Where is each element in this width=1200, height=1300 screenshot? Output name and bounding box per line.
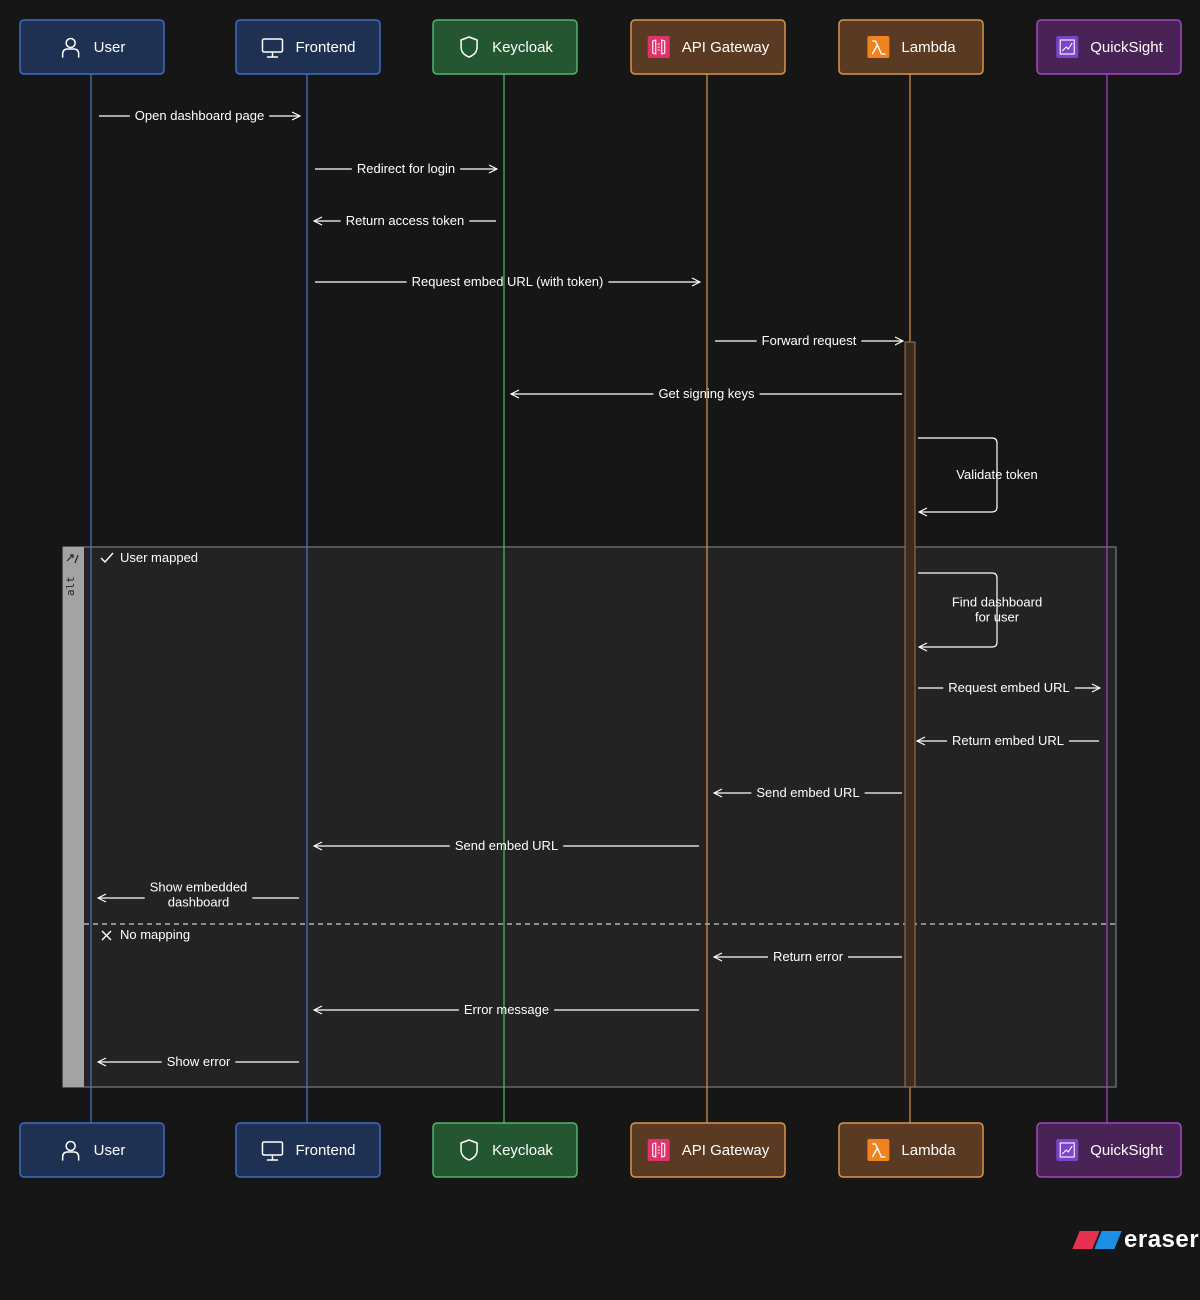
api-gateway-icon bbox=[647, 36, 670, 58]
alt-branch-user-mapped: User mapped bbox=[100, 550, 198, 565]
eraser-logo-text: eraser bbox=[1124, 1226, 1200, 1253]
participant-label: QuickSight bbox=[1090, 39, 1163, 56]
message-14: Return error bbox=[714, 949, 902, 964]
message-label: Show error bbox=[167, 1054, 231, 1069]
message-label: Return access token bbox=[346, 213, 465, 228]
participant-label: Lambda bbox=[901, 1142, 956, 1159]
participant-keycloak-bottom: Keycloak bbox=[432, 1122, 578, 1178]
alt-branch-label: User mapped bbox=[120, 550, 198, 565]
message-label: Redirect for login bbox=[357, 161, 455, 176]
message-7: Validate token bbox=[918, 437, 1038, 512]
alt-branch-no-mapping: No mapping bbox=[101, 927, 190, 942]
alt-label: alt bbox=[64, 576, 77, 596]
eraser-logo-mark bbox=[1072, 1231, 1122, 1249]
participant-lambda-bottom: Lambda bbox=[838, 1122, 984, 1178]
message-label: Return embed URL bbox=[952, 733, 1064, 748]
participant-quicksight-top: QuickSight bbox=[1036, 19, 1182, 75]
participant-api-gateway-bottom: API Gateway bbox=[630, 1122, 786, 1178]
message-arrow bbox=[918, 572, 998, 647]
user-icon bbox=[61, 37, 80, 58]
message-label: for user bbox=[975, 610, 1020, 625]
participant-label: Frontend bbox=[295, 39, 355, 56]
participant-label: Keycloak bbox=[492, 39, 553, 56]
participant-label: API Gateway bbox=[682, 39, 770, 56]
message-label: Validate token bbox=[956, 467, 1037, 482]
participant-frontend-top: Frontend bbox=[235, 19, 381, 75]
message-label: Forward request bbox=[762, 333, 857, 348]
message-3: Return access token bbox=[314, 213, 496, 228]
message-label: Get signing keys bbox=[658, 386, 755, 401]
message-16: Show error bbox=[98, 1054, 299, 1069]
monitor-icon bbox=[261, 1141, 284, 1161]
participant-keycloak-top: Keycloak bbox=[432, 19, 578, 75]
message-label: Request embed URL bbox=[948, 680, 1069, 695]
message-1: Open dashboard page bbox=[99, 108, 300, 123]
participant-api-gateway-top: API Gateway bbox=[630, 19, 786, 75]
monitor-icon bbox=[261, 38, 284, 58]
message-label: Send embed URL bbox=[756, 785, 859, 800]
message-12: Send embed URL bbox=[314, 838, 699, 853]
message-label: Open dashboard page bbox=[135, 108, 264, 123]
message-10: Return embed URL bbox=[917, 733, 1099, 748]
message-label: dashboard bbox=[168, 895, 229, 910]
lambda-icon bbox=[867, 1139, 890, 1161]
message-label: Return error bbox=[773, 949, 844, 964]
message-11: Send embed URL bbox=[714, 785, 902, 800]
shield-icon bbox=[460, 36, 478, 58]
participant-label: Keycloak bbox=[492, 1142, 553, 1159]
participant-user-top: User bbox=[19, 19, 165, 75]
participant-label: API Gateway bbox=[682, 1142, 770, 1159]
check-icon bbox=[100, 552, 114, 564]
api-gateway-icon bbox=[647, 1139, 670, 1161]
message-15: Error message bbox=[314, 1002, 699, 1017]
user-icon bbox=[61, 1140, 80, 1161]
message-2: Redirect for login bbox=[315, 161, 497, 176]
message-arrow bbox=[918, 437, 998, 512]
quicksight-icon bbox=[1056, 36, 1079, 58]
message-label: Show embedded bbox=[150, 880, 248, 895]
participant-quicksight-bottom: QuickSight bbox=[1036, 1122, 1182, 1178]
participant-label: User bbox=[94, 39, 126, 56]
participant-label: QuickSight bbox=[1090, 1142, 1163, 1159]
lambda-icon bbox=[867, 36, 890, 58]
alt-branch-label: No mapping bbox=[120, 927, 190, 942]
message-label: Send embed URL bbox=[455, 838, 558, 853]
branch-icon bbox=[66, 554, 79, 564]
participant-lambda-top: Lambda bbox=[838, 19, 984, 75]
message-9: Request embed URL bbox=[918, 680, 1100, 695]
quicksight-icon bbox=[1056, 1139, 1079, 1161]
participant-frontend-bottom: Frontend bbox=[235, 1122, 381, 1178]
participant-label: Frontend bbox=[295, 1142, 355, 1159]
activation-bar-lambda bbox=[904, 341, 916, 1088]
message-label: Find dashboard bbox=[952, 595, 1042, 610]
message-4: Request embed URL (with token) bbox=[315, 274, 700, 289]
message-6: Get signing keys bbox=[511, 386, 902, 401]
participant-label: Lambda bbox=[901, 39, 956, 56]
participant-user-bottom: User bbox=[19, 1122, 165, 1178]
message-5: Forward request bbox=[715, 333, 903, 348]
alt-block: alt User mapped No mapping bbox=[62, 546, 1117, 1088]
shield-icon bbox=[460, 1139, 478, 1161]
close-icon bbox=[101, 930, 112, 941]
message-label: Request embed URL (with token) bbox=[412, 274, 604, 289]
message-label: Error message bbox=[464, 1002, 549, 1017]
eraser-logo: eraser bbox=[1072, 1224, 1200, 1256]
participant-label: User bbox=[94, 1142, 126, 1159]
